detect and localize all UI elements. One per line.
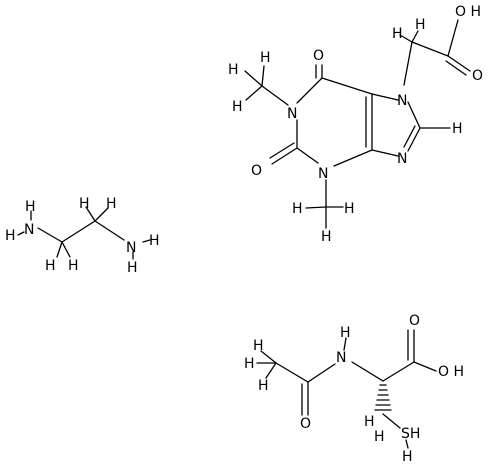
bond <box>403 41 413 86</box>
ethylenediamine: N N H H H H H H H H <box>5 196 160 276</box>
atom-h: H <box>45 258 56 274</box>
bond <box>261 65 265 87</box>
theophylline-acetic-acid: O H O N N O H O N N H H H H H H H H <box>228 4 483 245</box>
bond <box>275 362 309 383</box>
bond <box>296 77 323 104</box>
atom-h: H <box>79 196 90 212</box>
bond <box>305 206 327 209</box>
atom-oh: O H <box>455 4 481 20</box>
bond <box>261 85 289 106</box>
acetylcysteine: O N H O H O SH H H H H H H <box>244 313 464 465</box>
bond <box>61 220 96 243</box>
bond <box>447 55 471 72</box>
bond <box>244 70 263 87</box>
bond <box>351 361 384 382</box>
bond <box>403 125 416 148</box>
atom-n7: N <box>397 93 407 109</box>
bond <box>371 149 399 157</box>
atom-n: N <box>24 222 34 238</box>
bond <box>382 361 415 382</box>
atom-o: O <box>409 313 420 329</box>
atom-h: H <box>232 99 243 115</box>
bond <box>399 34 413 43</box>
atom-h: H <box>344 201 355 217</box>
atom-s: SH <box>401 426 420 442</box>
atom-n: N <box>126 240 136 256</box>
atom-h: H <box>292 201 303 217</box>
bond <box>296 147 319 164</box>
atom-h: H <box>228 62 239 78</box>
bond <box>269 142 295 159</box>
atom-h: H <box>127 260 138 276</box>
atom-h: H <box>25 199 36 215</box>
atom-n1: N <box>287 106 297 122</box>
atom-h: H <box>415 17 426 33</box>
bond <box>85 206 96 222</box>
bond <box>411 41 449 57</box>
atom-h: H <box>149 233 160 249</box>
bond <box>407 101 421 129</box>
bond <box>61 241 71 258</box>
bond <box>413 361 437 372</box>
bond <box>260 350 277 364</box>
atom-n9: N <box>397 151 407 167</box>
atom-h: H <box>106 196 117 212</box>
atom-h: H <box>340 325 351 341</box>
atom-h: H <box>321 229 332 245</box>
bond <box>17 231 25 236</box>
atom-h: H <box>374 429 385 445</box>
atom-o6: O <box>313 48 324 64</box>
atom-h: H <box>5 228 16 244</box>
bond <box>343 337 347 351</box>
atom-h: H <box>244 356 255 372</box>
bond <box>411 30 419 43</box>
atom-h: H <box>392 26 403 42</box>
bond <box>271 147 298 165</box>
bond <box>382 413 401 429</box>
bond <box>405 439 409 449</box>
bond <box>37 227 63 243</box>
bond <box>245 85 263 101</box>
bond <box>321 77 373 95</box>
atom-oh: O H <box>438 364 464 380</box>
atom-h: H <box>402 449 413 465</box>
atom-h8: H <box>452 121 463 137</box>
bond <box>445 60 467 76</box>
atom-o2: O <box>251 163 262 179</box>
bond <box>142 239 151 243</box>
bond <box>333 149 373 167</box>
atom-h: H <box>258 378 269 394</box>
atom-o: O <box>300 416 311 432</box>
atom-n3: N <box>318 166 328 182</box>
bond <box>265 362 277 379</box>
hash-bond <box>374 384 392 411</box>
bond <box>94 207 109 222</box>
atom-n: N <box>336 350 346 366</box>
bond <box>56 241 63 258</box>
atom-h: H <box>364 414 375 430</box>
atom-h: H <box>68 258 79 274</box>
atom-h: H <box>260 50 271 66</box>
bond <box>94 220 125 241</box>
atom-h: H <box>253 338 264 354</box>
atom-o: O <box>472 68 483 84</box>
bond <box>447 19 459 57</box>
bond <box>307 363 336 383</box>
bond <box>407 127 421 152</box>
bond <box>371 93 399 101</box>
